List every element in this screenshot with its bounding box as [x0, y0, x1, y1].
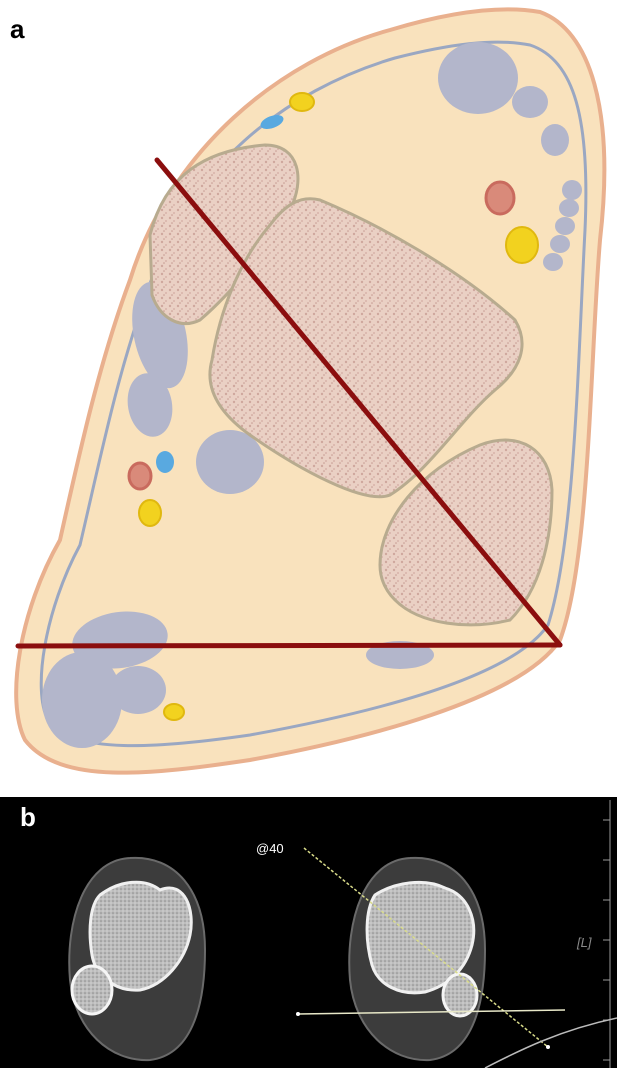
fibula-bone: [443, 974, 477, 1016]
vein: [156, 451, 174, 473]
tendon: [555, 217, 575, 235]
panel-b: b @40: [0, 797, 617, 1068]
side-marker: [L]: [576, 935, 592, 950]
tendon: [512, 86, 548, 118]
tendon: [110, 666, 166, 714]
ct-left-ankle: [69, 858, 205, 1060]
ct-right-ankle: [349, 858, 485, 1060]
panel-label-a: a: [10, 14, 25, 44]
tendon: [438, 42, 518, 114]
tendon: [562, 180, 582, 200]
tendon: [541, 124, 569, 156]
horizontal-reference-line: [18, 645, 560, 646]
measure-endpoint: [296, 1012, 300, 1016]
tendon: [559, 199, 579, 217]
fibula-bone: [72, 966, 112, 1014]
artery: [486, 182, 514, 214]
nerve: [139, 500, 161, 526]
tendon: [42, 652, 122, 748]
tendon: [543, 253, 563, 271]
tendon: [550, 235, 570, 253]
tendon: [196, 430, 264, 494]
nerve: [290, 93, 314, 111]
measure-endpoint: [546, 1045, 550, 1049]
artery: [129, 463, 151, 489]
angle-readout: @40: [256, 841, 284, 856]
nerve: [164, 704, 184, 720]
panel-label-b: b: [20, 802, 36, 832]
panel-a: a: [10, 9, 604, 772]
nerve: [506, 227, 538, 263]
